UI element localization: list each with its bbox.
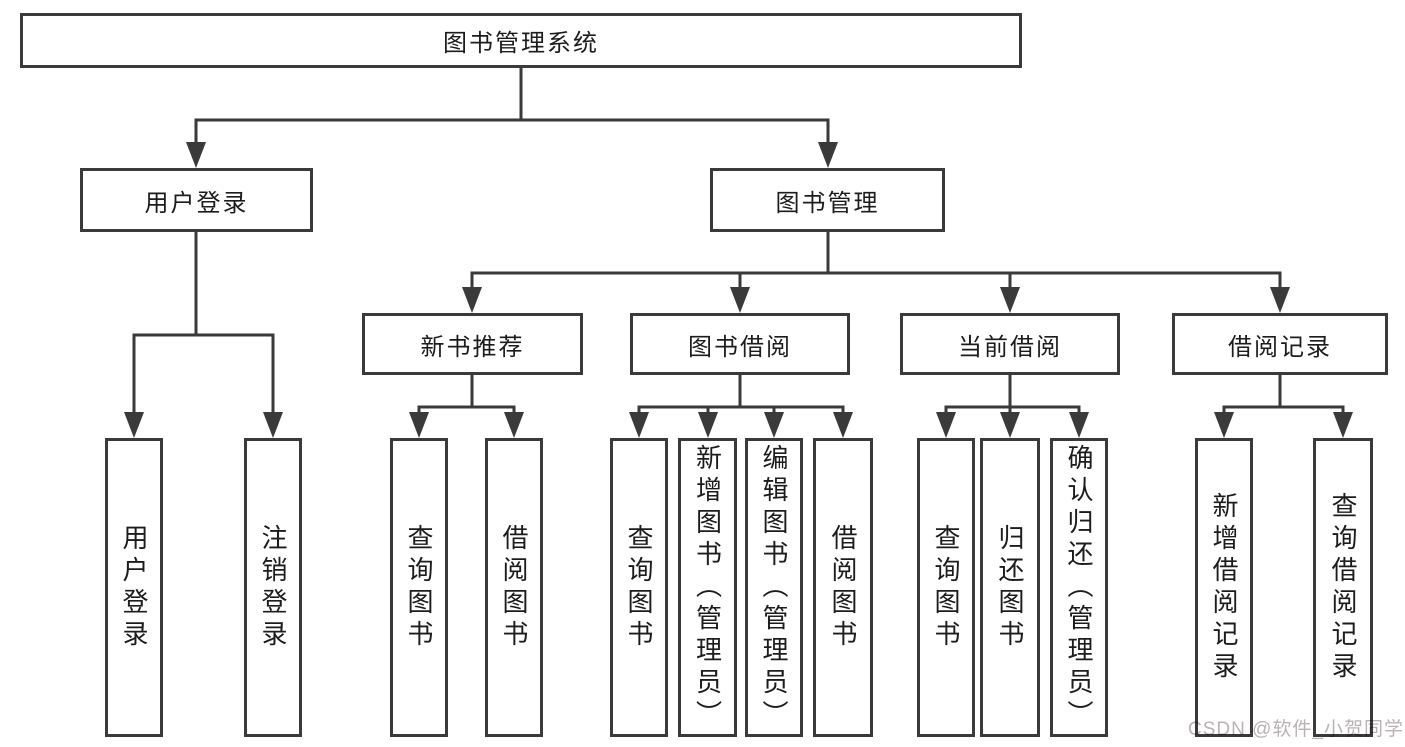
leaf-add-book-admin: 新增图书（管理员）: [678, 438, 737, 737]
leaf-logout-label: 注销登录: [258, 523, 288, 652]
connector-arrowheads: [124, 142, 1353, 438]
leaf-query-books-recommend: 查询图书: [390, 438, 448, 737]
leaf-add-borrow-record-label: 新增借阅记录: [1209, 491, 1239, 684]
leaf-query-books-recommend-label: 查询图书: [404, 523, 434, 652]
leaf-user-login: 用户登录: [105, 438, 163, 737]
leaf-add-book-admin-label: 新增图书（管理员）: [692, 443, 723, 732]
leaf-query-books-borrow: 查询图书: [610, 438, 668, 737]
leaf-query-borrow-record: 查询借阅记录: [1313, 438, 1373, 737]
leaf-confirm-return-admin: 确认归还（管理员）: [1050, 438, 1108, 737]
leaf-return-book: 归还图书: [980, 438, 1040, 737]
leaf-user-login-label: 用户登录: [119, 523, 149, 652]
leaf-confirm-return-admin-label: 确认归还（管理员）: [1064, 443, 1094, 732]
leaf-query-borrow-record-label: 查询借阅记录: [1328, 491, 1358, 684]
leaf-query-books-borrow-label: 查询图书: [624, 523, 654, 652]
leaf-borrow-books-recommend: 借阅图书: [485, 438, 543, 737]
node-user-login-branch: 用户登录: [80, 168, 313, 232]
node-new-book-recommendation: 新书推荐: [362, 313, 583, 375]
leaf-edit-book-admin-label: 编辑图书（管理员）: [759, 443, 789, 732]
node-current-borrowing: 当前借阅: [900, 313, 1120, 375]
node-book-borrowing: 图书借阅: [630, 313, 850, 375]
leaf-borrow-books-recommend-label: 借阅图书: [499, 523, 529, 652]
leaf-logout: 注销登录: [244, 438, 302, 737]
node-library-management-system: 图书管理系统: [20, 13, 1022, 68]
leaf-borrow-books-label: 借阅图书: [828, 523, 858, 652]
leaf-query-books-current: 查询图书: [917, 438, 975, 737]
leaf-return-book-label: 归还图书: [995, 523, 1025, 652]
leaf-borrow-books: 借阅图书: [813, 438, 873, 737]
csdn-watermark: CSDN @软件_小贺同学: [1188, 719, 1404, 740]
connector-stems: [132, 68, 1345, 416]
node-book-management-branch: 图书管理: [710, 168, 945, 232]
leaf-add-borrow-record: 新增借阅记录: [1195, 438, 1253, 737]
leaf-edit-book-admin: 编辑图书（管理员）: [745, 438, 803, 737]
node-borrowing-records: 借阅记录: [1172, 313, 1388, 375]
leaf-query-books-current-label: 查询图书: [931, 523, 961, 652]
